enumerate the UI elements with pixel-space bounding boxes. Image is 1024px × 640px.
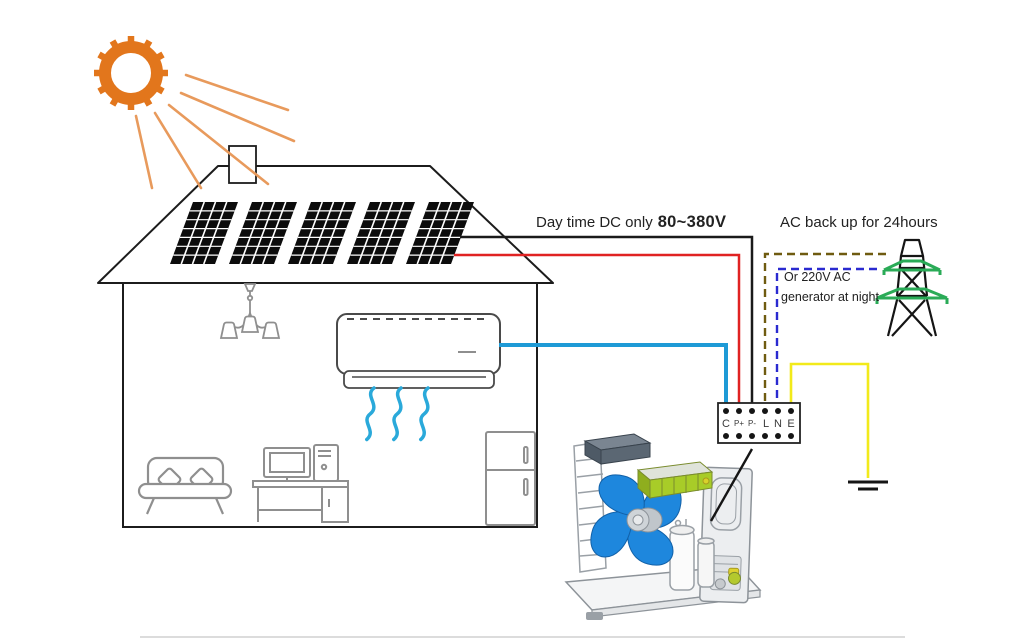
- inverter-board: [636, 461, 714, 500]
- earth-wire: [789, 362, 870, 478]
- pv-positive-wire: [454, 253, 741, 412]
- sun-icon: [94, 36, 168, 110]
- electronics-box: [583, 433, 652, 465]
- terminal-label-p-minus: P-: [748, 419, 756, 428]
- terminal-label-n: N: [774, 418, 782, 430]
- ac-backup-label: AC back up for 24hours: [780, 214, 938, 231]
- terminal-block: C P+ P- L N E: [717, 402, 801, 444]
- grid-neutral-wire: [775, 267, 877, 412]
- transmission-tower: [875, 238, 949, 337]
- solar-panel-array: [169, 201, 475, 265]
- ground-symbol: [848, 480, 888, 491]
- generator-label-line2: generator at night: [781, 290, 879, 304]
- terminal-label-p-plus: P+: [734, 419, 744, 428]
- terminal-dots: [723, 408, 794, 439]
- indoor-ac-unit: [336, 313, 501, 389]
- terminal-label-c: C: [722, 418, 730, 430]
- desk-top: [252, 480, 349, 488]
- house-walls: [122, 283, 538, 528]
- chandelier: [220, 283, 280, 339]
- sofa: [137, 456, 233, 515]
- terminal-label-l: L: [763, 418, 769, 430]
- fan-icon: [590, 474, 682, 566]
- terminal-label-e: E: [787, 418, 794, 430]
- fridge: [485, 431, 536, 526]
- pointer-line: [709, 448, 754, 522]
- grid-live-wire: [763, 252, 886, 412]
- ac-airflow: [365, 386, 430, 442]
- outdoor-unit: [564, 433, 762, 620]
- sun-rays: [134, 73, 296, 190]
- desk-computer: [252, 444, 349, 523]
- day-dc-voltage: 80~380V: [657, 213, 727, 231]
- pv-negative-wire: [460, 235, 754, 412]
- day-dc-text: Day time DC only: [536, 214, 653, 231]
- tower-crossarms: [875, 259, 949, 304]
- indoor-ac-wire: [499, 343, 728, 412]
- desk-cabinet: [321, 486, 349, 523]
- generator-label-line1: Or 220V AC: [784, 270, 851, 284]
